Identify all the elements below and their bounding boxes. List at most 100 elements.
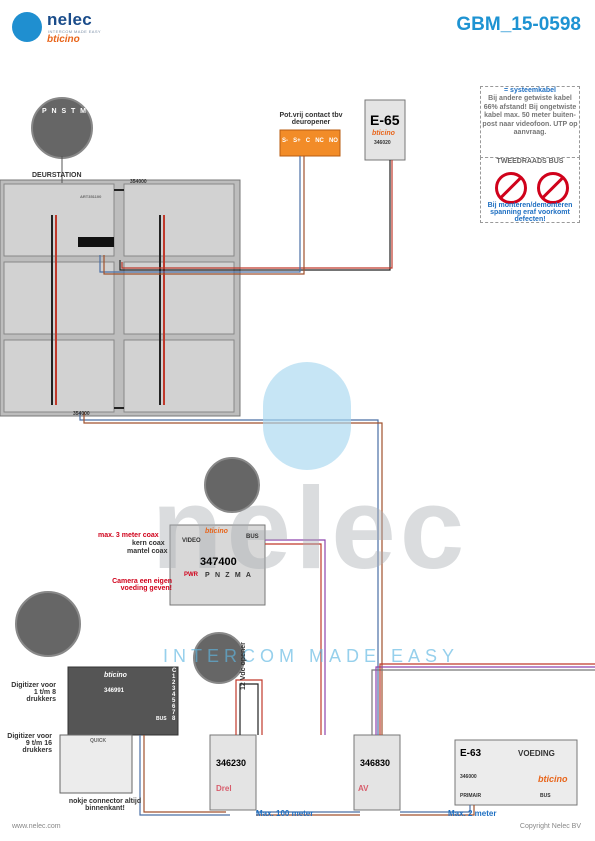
bticino-logo: bticino	[47, 34, 80, 45]
terminal-p: P	[42, 108, 47, 115]
digitizer-inputs: C 1 2 3 4 5 6 7 8	[172, 668, 180, 722]
camera-terminal: A	[245, 572, 251, 579]
cable-info-box: = systeemkabel Bij andere getwiste kabel…	[480, 86, 580, 158]
connector-note: nokje connector altijd binnenkant!	[68, 798, 142, 812]
cable-legend: = systeemkabel	[504, 87, 556, 94]
footer-copyright: Copyright Nelec BV	[519, 823, 581, 830]
footer-website: www.nelec.com	[12, 823, 61, 830]
e65-power-supply	[364, 99, 406, 161]
e63-bus: BUS	[540, 793, 551, 799]
actuator-module	[209, 734, 257, 811]
terminal-t: T	[70, 108, 76, 115]
e65-brand: bticino	[372, 130, 395, 137]
digitizer-zoom	[15, 591, 81, 657]
bus-links	[51, 189, 165, 409]
document-code: GBM_15-0598	[456, 14, 581, 35]
door-station-label: DEURSTATION	[32, 172, 82, 179]
terminal-m: M	[80, 108, 86, 115]
door-station-module-code: ART351100	[80, 194, 102, 199]
digitizer-input: 4	[172, 692, 176, 698]
bus-wiring	[79, 156, 595, 816]
brand-name: nelec	[47, 10, 92, 29]
bus-title: TWEEDRAADS BUS	[496, 158, 564, 165]
bus-warning-box: TWEEDRAADS BUS Bij monteren/demonteren s…	[480, 157, 580, 223]
distributor-code: 346830	[360, 758, 391, 768]
brand-tagline: INTERCOM MADE EASY	[48, 29, 101, 34]
digitizer-bus-label: BUS	[156, 716, 167, 722]
door-station	[0, 179, 241, 417]
digitizer-input: 5	[172, 698, 176, 704]
door-station-zoom	[31, 97, 93, 159]
distance-left: Max. 100 meter	[256, 809, 314, 818]
digitizer-input: C	[172, 668, 177, 674]
relay-terminal: NO	[328, 138, 338, 144]
digitizer-note-1-8: Digitizer voor 1 t/m 8 drukkers	[11, 682, 56, 703]
watermark-tagline: INTERCOM MADE EASY	[162, 646, 460, 666]
camera-bus-label: BUS	[246, 534, 259, 540]
digitizer-input: 7	[172, 710, 176, 716]
digitizer-module	[67, 666, 179, 736]
e63-brand: bticino	[538, 774, 568, 784]
camera-supply-note: Camera een eigen voeding geven!	[112, 578, 172, 592]
digitizer-quick-label: QUICK	[90, 738, 107, 744]
camera-module	[169, 524, 266, 606]
camera-pwr-label: PWR	[184, 572, 198, 578]
actuator-tag: Drel	[216, 784, 232, 793]
door-station-top-code: 354000	[130, 179, 147, 185]
relay-terminal: C	[305, 138, 311, 144]
watermark-icon	[263, 362, 351, 470]
coax-shield-label: mantel coax	[127, 548, 168, 555]
relay-terminal: S+	[293, 138, 301, 144]
watermark-name: nelec	[151, 463, 469, 593]
bus-warning: Bij monteren/demonteren spanning eraf vo…	[487, 202, 573, 223]
e63-primair: PRIMAIR	[460, 793, 482, 799]
distance-right: Max. 2 meter	[448, 809, 497, 818]
relay-terminals: S- S+ C NC NO	[282, 138, 338, 144]
camera-terminal: N	[214, 572, 220, 579]
coax-core-label: kern coax	[132, 540, 165, 547]
relay-terminal: S-	[282, 138, 288, 144]
door-station-bottom-code: 354000	[73, 411, 90, 417]
door-station-terminals: P N S T M	[42, 108, 86, 115]
distributor-tag: AV	[358, 784, 369, 793]
terminal-n: N	[51, 108, 57, 115]
camera-zoom	[204, 457, 260, 513]
e63-power-supply	[454, 739, 578, 806]
digitizer-input: 1	[172, 674, 176, 680]
actuator-code: 346230	[216, 758, 247, 768]
camera-module-code: 347400	[200, 556, 237, 568]
e63-name: E-63	[460, 748, 482, 759]
relay-terminal: NC	[315, 138, 324, 144]
no-voltage-icon	[537, 172, 569, 204]
distributor-module	[353, 734, 401, 811]
nelec-logo: nelec INTERCOM MADE EASY bticino	[12, 10, 122, 46]
camera-video-label: VIDEO	[182, 538, 201, 544]
camera-terminal: P	[205, 572, 210, 579]
e65-code: 346020	[374, 140, 391, 146]
camera-terminal: Z	[225, 572, 230, 579]
camera-terminals: P N Z M A	[205, 572, 251, 579]
digitizer-input: 6	[172, 704, 176, 710]
cable-note: Bij andere getwiste kabel 66% afstand! B…	[482, 95, 578, 136]
e63-code: 346000	[460, 774, 477, 780]
e65-name: E-65	[370, 112, 400, 128]
e63-sub: VOEDING	[518, 749, 555, 758]
digitizer-input: 8	[172, 716, 176, 722]
digitizer-extension	[59, 734, 133, 794]
camera-module-brand: bticino	[205, 528, 228, 535]
digitizer-input: 3	[172, 686, 176, 692]
camera-terminal: M	[234, 572, 241, 579]
relay-contact-block	[279, 129, 341, 157]
actuator-zoom	[193, 632, 245, 684]
terminal-s: S	[61, 108, 67, 115]
coax-max-label: max. 3 meter coax	[98, 532, 159, 539]
opener-supply-label: 12 Vdc opener	[240, 642, 247, 690]
digitizer-code: 346991	[104, 688, 125, 694]
no-plug-icon	[495, 172, 527, 204]
digitizer-note-9-16: Digitizer voor 9 t/m 16 drukkers	[7, 733, 52, 754]
nelec-logo-icon	[12, 12, 42, 42]
display-module	[78, 237, 114, 247]
digitizer-brand: bticino	[104, 672, 127, 679]
digitizer-input: 2	[172, 680, 176, 686]
